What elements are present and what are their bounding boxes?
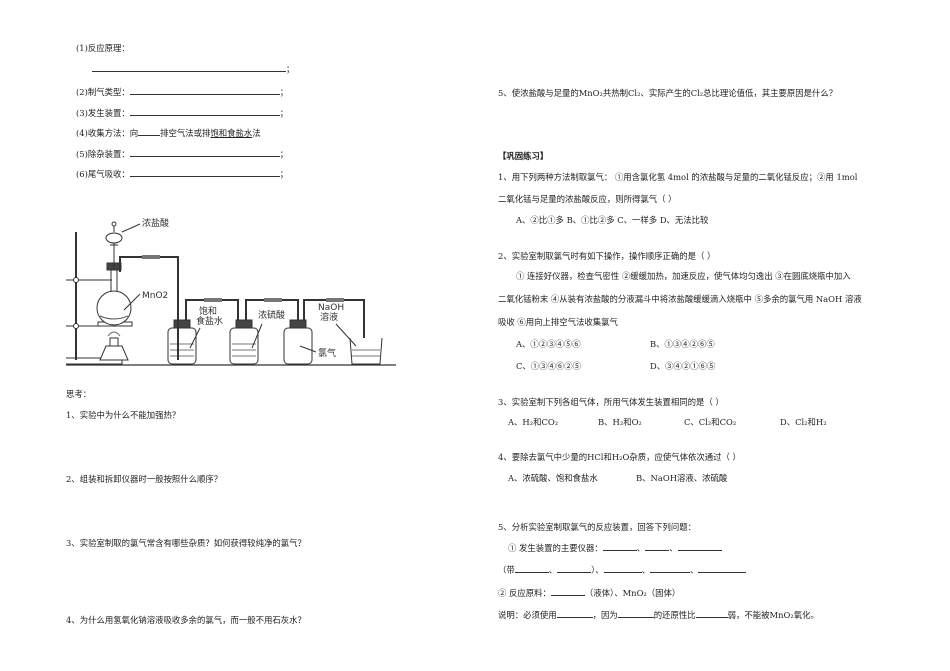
practice-2-line2: ① 连接好仪器，检查气密性 ②缓缓加热，加速反应，使气体均匀逸出 ③在圆底烧瓶中…	[516, 271, 851, 281]
answer-blank[interactable]	[129, 86, 280, 95]
answer-blank[interactable]	[603, 564, 642, 573]
practice-5-note: 说明：必须使用 ，因为 的还原性比 弱，不能被MnO₂氧化。	[498, 609, 819, 621]
text: 向	[129, 128, 139, 138]
answer-blank[interactable]	[129, 107, 280, 116]
answer-blank[interactable]	[92, 63, 286, 72]
practice-3-line1: 3、实验室制下列各组气体，所用气体发生装置相同的是（ ）	[498, 397, 724, 407]
practice-5-sub1b: （带 、 ）、 、 、	[498, 564, 747, 576]
item-generator: (3)发生装置： ；	[76, 107, 288, 119]
practice-2-line1: 2、实验室制取氯气时有如下操作，操作顺序正确的是（ ）	[498, 251, 716, 261]
answer-blank[interactable]	[550, 587, 585, 596]
blank-reaction-principle[interactable]: ；	[92, 63, 294, 75]
practice-5-line1: 5、分析实验室制取氯气的反应装置，回答下列问题：	[498, 522, 696, 532]
label-saturated: 饱和	[199, 305, 217, 317]
question-1: 1、实验中为什么不能加强热？	[66, 410, 181, 420]
label-brine: 食盐水	[196, 315, 223, 327]
practice-3-option-a: A、H₂和CO₂	[508, 417, 559, 427]
label-chlorine: 氯气	[318, 347, 336, 359]
answer-blank[interactable]	[602, 542, 637, 551]
practice-2-line3: 二氧化锰粉末 ④从装有浓盐酸的分液漏斗中将浓盐酸缓缓滴入烧瓶中 ⑤多余的氯气用 …	[498, 294, 862, 304]
practice-4-option-b: B、NaOH溶液、浓硫酸	[636, 473, 728, 483]
practice-1-line2: 二氧化锰与足量的浓盐酸反应，则所得氯气（ ）	[498, 194, 677, 204]
paren-open: （带	[498, 565, 515, 575]
item-tail-gas: (6)尾气吸收： ；	[76, 168, 288, 180]
answer-blank[interactable]	[556, 609, 593, 618]
chlorine-apparatus-diagram: 浓盐酸 MnO2 饱和 食盐水 浓硫酸 氯气 NaOH 溶液	[66, 217, 396, 366]
label-solution: 溶液	[320, 311, 338, 323]
answer-blank[interactable]	[677, 542, 722, 551]
suffix: ；	[279, 87, 289, 97]
practice-2-option-c: C、①③④⑥②⑤	[516, 361, 582, 371]
practice-1-line1: 1、用下列两种方法制取氯气： ①用含氯化氢 4mol 的浓盐酸与足量的二氧化锰反…	[498, 172, 858, 182]
text: 排空气法或排	[160, 128, 211, 138]
answer-blank[interactable]	[645, 542, 670, 551]
practice-2-option-b: B、①③④②⑥⑤	[650, 339, 715, 349]
answer-blank[interactable]	[129, 148, 280, 157]
practice-1-options: A、②比①多 B、①比②多 C、一样多 D、无法比较	[516, 215, 709, 225]
practice-5-sub2: ② 反应原料： （液体）、MnO₂（固体）	[498, 587, 680, 599]
item-label: (2)制气类型：	[76, 87, 130, 97]
sub2-rest: （液体）、MnO₂（固体）	[584, 588, 681, 598]
item-gas-type: (2)制气类型： ；	[76, 86, 288, 98]
item-label: (1)反应原理：	[76, 43, 130, 53]
sep: 、	[690, 565, 699, 575]
practice-title: 【巩固练习】	[498, 151, 549, 161]
practice-2-line4: 吸收 ⑥用向上排空气法收集氯气	[498, 317, 618, 327]
sep: 、	[636, 543, 646, 553]
suffix: ；	[286, 64, 295, 74]
answer-blank[interactable]	[695, 609, 728, 618]
item-collection: (4)收集方法：向 排空气法或排饱和食盐水法	[76, 127, 261, 139]
answer-blank[interactable]	[617, 609, 654, 618]
question-3: 3、实验室制取的氯气常含有哪些杂质？如何获得较纯净的氯气？	[66, 538, 306, 548]
sep: 、	[548, 565, 558, 575]
sep: 、	[641, 565, 651, 575]
practice-5-sub1: ① 发生装置的主要仪器： 、 、	[508, 542, 722, 554]
item-label: (4)收集方法：	[76, 128, 130, 138]
item-label: (3)发生装置：	[76, 108, 130, 118]
practice-4-option-a: A、浓硫酸、饱和食盐水	[508, 473, 598, 483]
item-purification: (5)除杂装置： ；	[76, 148, 288, 160]
practice-3-option-c: C、Cl₂和CO₂	[684, 417, 737, 427]
sub1-label: ① 发生装置的主要仪器：	[508, 543, 603, 553]
label-mno2: MnO2	[142, 291, 168, 301]
answer-blank[interactable]	[129, 168, 280, 177]
practice-4-line1: 4、要除去氯气中少量的HCl和H₂O杂质，应使气体依次通过（ ）	[498, 452, 741, 462]
question-5: 5、使浓盐酸与足量的MnO₂共热制Cl₂、实际产生的Cl₂总比理论值低，其主要原…	[498, 88, 838, 98]
answer-blank[interactable]	[698, 564, 747, 573]
suffix: ；	[279, 149, 289, 159]
suffix: ；	[279, 169, 289, 179]
think-title: 思考：	[66, 389, 92, 399]
practice-2-option-a: A、①②③④⑤⑥	[516, 339, 581, 349]
paren-close: ）、	[591, 565, 604, 575]
practice-2-option-d: D、③④②①⑥⑤	[650, 361, 716, 371]
note-text: 的还原性比	[653, 610, 696, 620]
note-text: 说明：必须使用	[498, 610, 557, 620]
practice-3-option-d: D、Cl₂和H₂	[780, 417, 827, 427]
answer-blank[interactable]	[514, 564, 549, 573]
sub2-label: ② 反应原料：	[498, 588, 551, 598]
label-conc-h2so4: 浓硫酸	[258, 309, 285, 321]
note-text: 弱，不能被MnO₂氧化。	[727, 610, 819, 620]
item-reaction-principle: (1)反应原理：	[76, 42, 130, 54]
question-4: 4、为什么用氢氧化钠溶液吸收多余的氯气，而一般不用石灰水？	[66, 615, 306, 625]
underlined-text: 饱和食盐水	[210, 128, 253, 138]
question-2: 2、组装和拆卸仪器时一般按照什么顺序？	[66, 474, 223, 484]
item-label: (6)尾气吸收：	[76, 169, 130, 179]
label-conc-hcl: 浓盐酸	[142, 217, 169, 229]
sep: 、	[669, 543, 678, 553]
practice-3-option-b: B、H₂和O₂	[598, 417, 642, 427]
answer-blank[interactable]	[138, 127, 161, 136]
answer-blank[interactable]	[557, 564, 592, 573]
label-naoh: NaOH	[318, 303, 344, 313]
answer-blank[interactable]	[650, 564, 691, 573]
item-label: (5)除杂装置：	[76, 149, 130, 159]
text: 法	[252, 128, 261, 138]
note-text: ，因为	[592, 610, 618, 620]
suffix: ；	[279, 108, 289, 118]
